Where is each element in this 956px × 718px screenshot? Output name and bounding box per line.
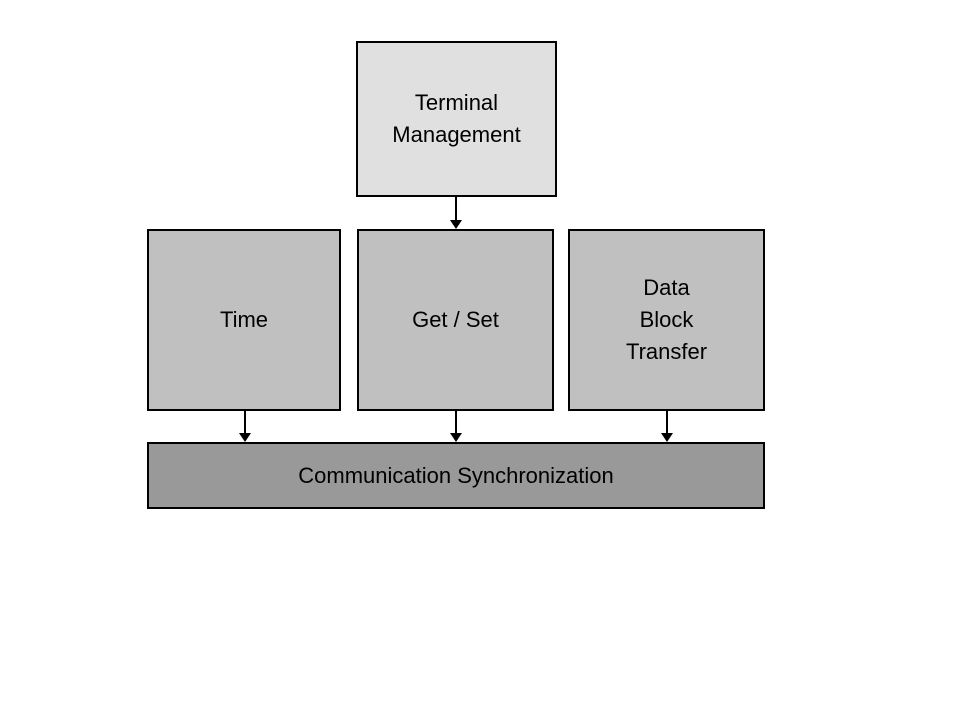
node-communication-synchronization-label: Communication Synchronization xyxy=(298,462,614,488)
node-data-block-transfer: Data Block Transfer xyxy=(568,229,765,411)
connector-get-set-to-communication-synchronization xyxy=(450,411,462,442)
connector-terminal-management-to-get-set xyxy=(450,197,462,229)
node-time-label: Time xyxy=(219,307,269,332)
down-arrow-icon xyxy=(450,433,462,442)
node-get-set: Get / Set xyxy=(357,229,554,411)
node-communication-synchronization: Communication Synchronization xyxy=(147,442,765,509)
connector-line xyxy=(244,411,246,433)
connector-line xyxy=(455,197,457,220)
node-terminal-management-label: Terminal Management xyxy=(392,90,521,147)
connector-time-to-communication-synchronization xyxy=(239,411,251,442)
node-get-set-label: Get / Set xyxy=(412,307,499,332)
connector-line xyxy=(455,411,457,433)
connector-line xyxy=(666,411,668,433)
node-terminal-management: Terminal Management xyxy=(356,41,557,197)
node-data-block-transfer-label: Data Block Transfer xyxy=(625,275,708,364)
down-arrow-icon xyxy=(661,433,673,442)
connector-data-block-transfer-to-communication-synchronization xyxy=(661,411,673,442)
down-arrow-icon xyxy=(239,433,251,442)
down-arrow-icon xyxy=(450,220,462,229)
node-time: Time xyxy=(147,229,341,411)
